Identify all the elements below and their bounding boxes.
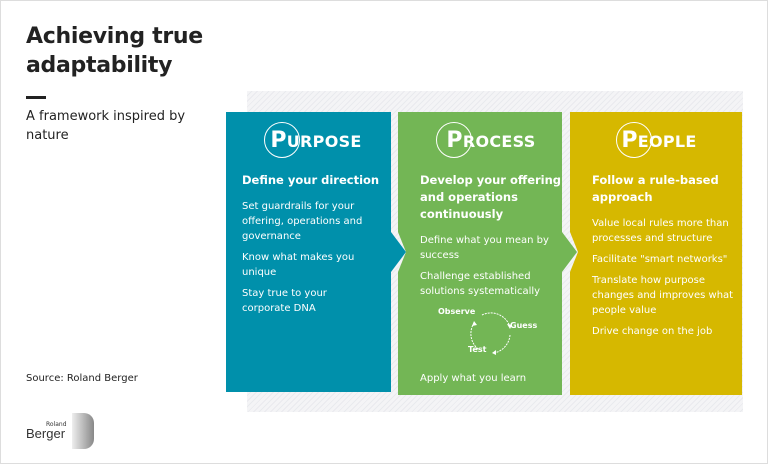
list-item: Know what makes you unique	[242, 252, 355, 278]
panel-heading: PROCESS	[446, 128, 536, 153]
list-item: Facilitate "smart networks"	[592, 254, 728, 265]
cycle-label-guess: Guess	[510, 321, 538, 330]
circle-icon	[264, 122, 300, 158]
cycle-diagram: Observe Guess Test	[420, 305, 560, 367]
source-note: Source: Roland Berger	[26, 373, 138, 384]
cycle-label-observe: Observe	[438, 307, 476, 316]
logo-b-mark	[72, 413, 94, 449]
list-item: Apply what you learn	[420, 373, 527, 384]
cycle-arrows-icon	[470, 312, 512, 355]
roland-berger-logo: Roland Berger	[26, 412, 98, 450]
panel-heading: PURPOSE	[270, 128, 362, 153]
panel-subtitle: Develop your offering and operations con…	[420, 173, 562, 221]
logo-text-small: Roland	[46, 421, 67, 428]
logo-text-large: Berger	[26, 426, 66, 441]
list-item: Value local rules more than processes an…	[592, 218, 729, 244]
page-title: Achieving true adaptability	[26, 24, 203, 78]
circle-icon	[436, 122, 472, 158]
panel-subtitle: Define your direction	[242, 173, 380, 187]
panel-purpose: PURPOSE Define your direction Set guardr…	[226, 112, 406, 392]
list-item: Stay true to your corporate DNA	[242, 288, 327, 314]
list-item: Drive change on the job	[592, 326, 713, 337]
cycle-label-test: Test	[468, 345, 487, 354]
panel-people: PEOPLE Follow a rule-based approach Valu…	[570, 112, 742, 395]
page-subtitle: A framework inspired by nature	[26, 109, 186, 143]
panel-heading: PEOPLE	[621, 128, 697, 153]
list-item: Translate how purpose changes and improv…	[592, 275, 734, 316]
panel-subtitle: Follow a rule-based approach	[592, 173, 719, 204]
panel-process: PROCESS Develop your offering and operat…	[398, 112, 577, 395]
circle-icon	[616, 122, 652, 158]
divider	[26, 96, 46, 99]
list-item: Challenge established solutions systemat…	[420, 271, 541, 297]
list-item: Set guardrails for your offering, operat…	[242, 201, 363, 242]
list-item: Define what you mean by success	[420, 235, 549, 261]
